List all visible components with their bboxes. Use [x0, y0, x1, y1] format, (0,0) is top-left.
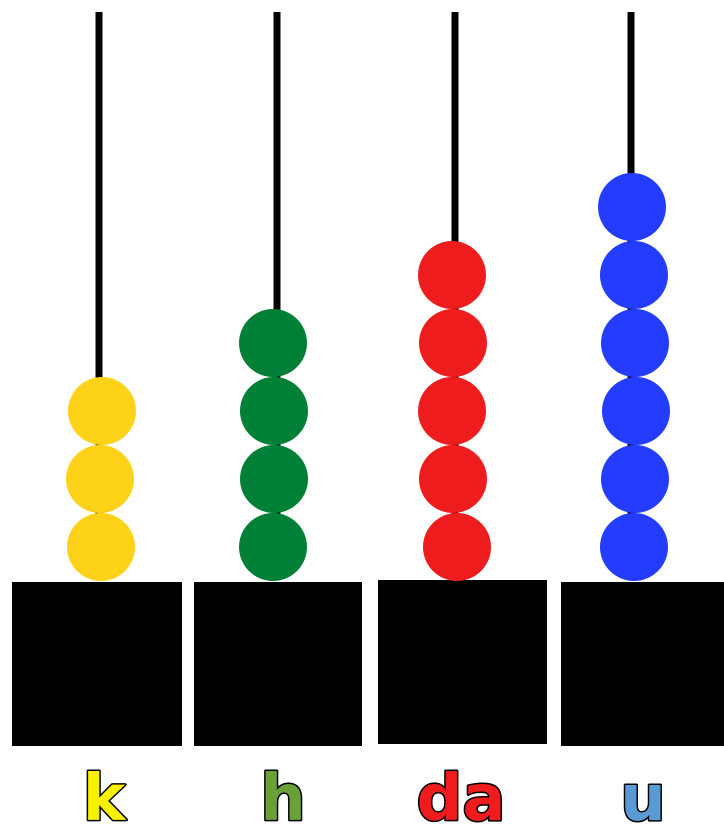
place-label-k: k — [83, 762, 127, 829]
place-label-h: h — [260, 762, 306, 829]
bead-u-4 — [601, 309, 669, 377]
bead-u-6 — [598, 173, 666, 241]
base-block-k — [12, 582, 182, 746]
bead-da-4 — [419, 309, 487, 377]
beads-da — [418, 241, 491, 581]
bead-h-4 — [239, 309, 307, 377]
bead-k-3 — [68, 377, 136, 445]
base-block-u — [561, 582, 724, 746]
base-block-h — [194, 582, 362, 746]
bead-u-3 — [602, 377, 670, 445]
place-label-u: u — [620, 762, 666, 829]
place-label-da: da — [417, 762, 506, 829]
bead-k-2 — [66, 445, 134, 513]
rod-group-k: k — [12, 12, 182, 829]
rod-group-h: h — [194, 12, 362, 829]
rod-group-da: da — [378, 12, 547, 829]
bead-u-1 — [600, 513, 668, 581]
bead-da-5 — [418, 241, 486, 309]
base-block-da — [378, 580, 547, 744]
bead-u-5 — [600, 241, 668, 309]
bead-k-1 — [67, 513, 135, 581]
rod-group-u: u — [561, 12, 724, 829]
bead-h-3 — [240, 377, 308, 445]
beads-k — [66, 377, 136, 581]
bead-h-2 — [240, 445, 308, 513]
bead-da-1 — [423, 513, 491, 581]
bead-u-2 — [601, 445, 669, 513]
bead-h-1 — [239, 513, 307, 581]
bead-da-3 — [418, 377, 486, 445]
bead-da-2 — [419, 445, 487, 513]
